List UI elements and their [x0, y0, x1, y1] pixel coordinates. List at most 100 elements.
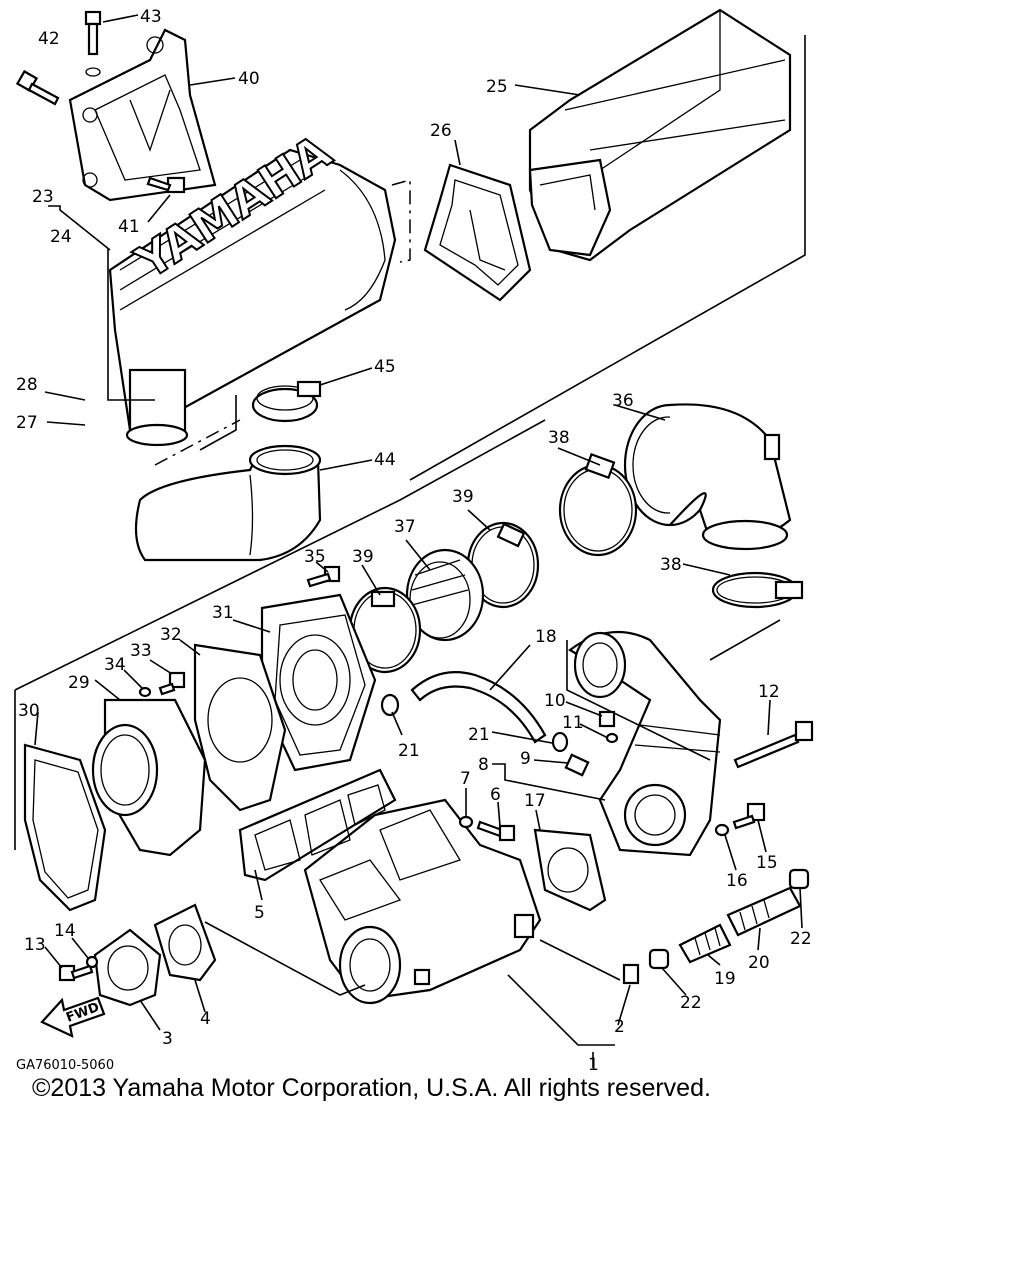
- callout-5: 5: [254, 903, 265, 923]
- callout-38-lower: 38: [660, 555, 682, 575]
- gasket-part-32: [193, 643, 287, 812]
- callout-19: 19: [714, 969, 736, 989]
- callout-6: 6: [490, 785, 501, 805]
- clamp-bracket-line: [199, 395, 237, 451]
- callout-21-upper: 21: [468, 725, 490, 745]
- callout-44: 44: [374, 450, 396, 470]
- manifold-part-1: [303, 798, 542, 1005]
- washer-part-11: [605, 732, 619, 744]
- callout-24: 24: [50, 227, 72, 247]
- washer-part-14: [85, 955, 99, 969]
- callout-23: 23: [32, 187, 54, 207]
- cover-bounding-line: [204, 921, 366, 996]
- clip-part-21-left: [380, 693, 400, 717]
- clip-part-22-lower: [648, 948, 670, 970]
- callout-7: 7: [460, 769, 471, 789]
- bolt-part-13: [58, 964, 94, 982]
- bolt-part-42: [15, 69, 60, 106]
- callout-18: 18: [535, 627, 557, 647]
- callout-11: 11: [562, 713, 584, 733]
- callout-39-left: 39: [352, 547, 374, 567]
- housing-part-29: [91, 698, 207, 857]
- callout-1: 1: [588, 1055, 599, 1070]
- callout-10: 10: [544, 691, 566, 711]
- washer-part-7: [458, 815, 474, 829]
- bolt-part-35: [306, 565, 341, 588]
- callout-45: 45: [374, 357, 396, 377]
- callout-15: 15: [756, 853, 778, 873]
- callout-21-lower: 21: [398, 741, 420, 761]
- callout-17: 17: [524, 791, 546, 811]
- bolt-part-12: [733, 720, 814, 769]
- callout-12: 12: [758, 682, 780, 702]
- gasket-part-30: [23, 743, 107, 912]
- callout-40: 40: [238, 69, 260, 89]
- muffler-bounding-line: [107, 248, 155, 401]
- gasket-part-17: [533, 828, 607, 912]
- callout-22-left: 22: [680, 993, 702, 1013]
- callout-14: 14: [54, 921, 76, 941]
- washer-part-34: [138, 686, 152, 698]
- callout-3: 3: [162, 1029, 173, 1049]
- callout-22-right: 22: [790, 929, 812, 949]
- callout-42: 42: [38, 29, 60, 49]
- clamp-part-45: [251, 380, 322, 423]
- gasket-part-5: [238, 768, 397, 882]
- callout-16: 16: [726, 871, 748, 891]
- callout-27: 27: [16, 413, 38, 433]
- callout-26: 26: [430, 121, 452, 141]
- callout-13: 13: [24, 935, 46, 955]
- coupling-part-37: [405, 548, 485, 642]
- callout-39-right: 39: [452, 487, 474, 507]
- cover-part-3: [93, 928, 162, 1007]
- callout-31: 31: [212, 603, 234, 623]
- bolt-part-33: [158, 671, 186, 696]
- gasket-part-4: [153, 903, 217, 982]
- callout-28: 28: [16, 375, 38, 395]
- elbow-part-36: [623, 403, 792, 551]
- callout-25: 25: [486, 77, 508, 97]
- callout-32: 32: [160, 625, 182, 645]
- callout-36: 36: [612, 391, 634, 411]
- callout-8: 8: [478, 755, 489, 775]
- callout-38-upper: 38: [548, 428, 570, 448]
- callout-34: 34: [104, 655, 126, 675]
- drain-plug-part-2: [622, 963, 640, 985]
- clamp-part-38-lower: [711, 571, 804, 609]
- box-bounding-line: [409, 35, 806, 481]
- hose-part-44: [134, 444, 322, 562]
- callout-2: 2: [614, 1017, 625, 1037]
- callout-41: 41: [118, 217, 140, 237]
- leader-lines: [34, 14, 803, 1068]
- callout-numbers: 43 42 40 25 26 23 41 24 28 27 45 44 36 3…: [16, 7, 812, 1070]
- lower-assembly-bounding-line: [14, 419, 546, 850]
- callout-43: 43: [140, 7, 162, 27]
- clip-part-22-upper: [788, 868, 810, 890]
- muffler-dash-line: [154, 179, 411, 466]
- fwd-arrow-icon: FWD: [40, 996, 106, 1038]
- callout-35: 35: [304, 547, 326, 567]
- manifold-leader-line: [507, 939, 621, 1046]
- hose-part-18: [410, 671, 547, 744]
- callout-20: 20: [748, 953, 770, 973]
- fitting-part-20: [726, 886, 802, 937]
- box-part-25: [528, 8, 792, 262]
- callout-4: 4: [200, 1009, 211, 1029]
- washer-part-16: [714, 823, 730, 837]
- bolt-part-43: [84, 10, 102, 77]
- bolt-part-15: [732, 802, 766, 830]
- diagram-code: GA76010-5060: [16, 1058, 115, 1073]
- clip-part-21-right: [551, 731, 569, 753]
- callout-9: 9: [520, 749, 531, 769]
- fitting-part-19: [678, 923, 732, 964]
- callout-33: 33: [130, 641, 152, 661]
- callout-37: 37: [394, 517, 416, 537]
- gasket-part-26: [423, 163, 532, 302]
- clamp-part-38-upper: [558, 452, 638, 557]
- bolt-part-41: [146, 176, 186, 194]
- callout-29: 29: [68, 673, 90, 693]
- fitting-part-9: [564, 753, 590, 777]
- bracket-part-40: [68, 28, 217, 202]
- plug-part-10: [598, 710, 616, 728]
- callout-30: 30: [18, 701, 40, 721]
